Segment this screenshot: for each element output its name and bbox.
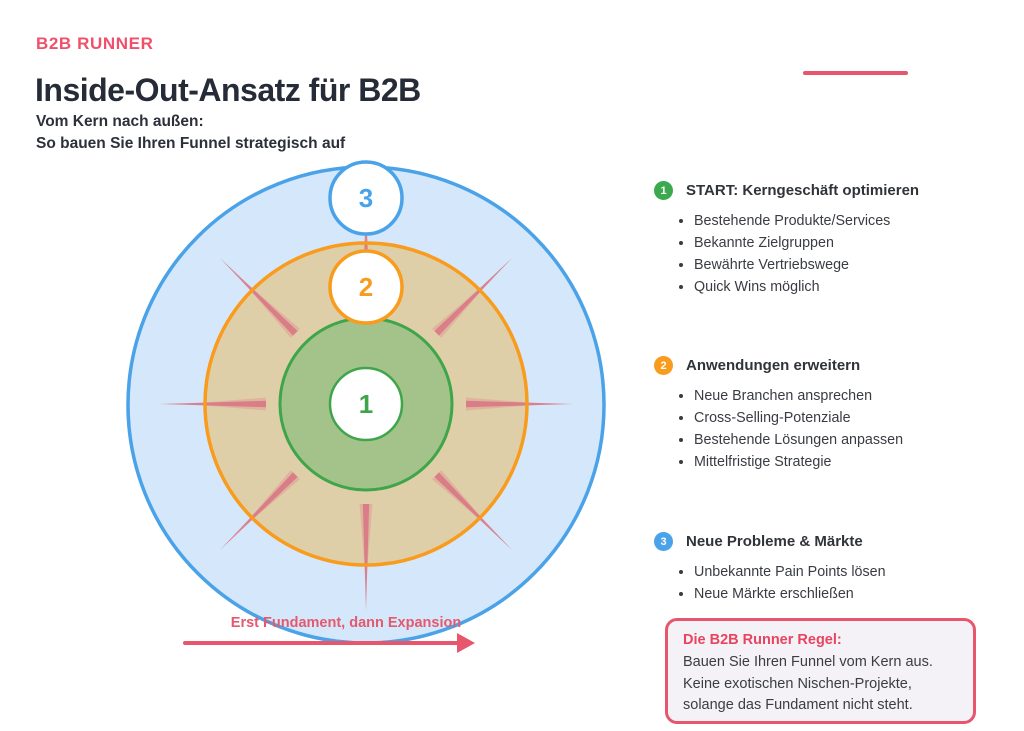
level-3-badge <box>328 160 404 236</box>
legend-bullets-1: Bestehende Produkte/Services Bekannte Zi… <box>694 210 954 298</box>
level-1-badge <box>328 366 404 442</box>
subtitle-line-1: Vom Kern nach außen: <box>36 113 204 130</box>
legend-title-3: Neue Probleme & Märkte <box>686 533 863 550</box>
brand-logo-text: B2B RUNNER <box>36 34 154 53</box>
legend-badge-3: 3 <box>654 532 673 551</box>
ray-south <box>362 504 370 611</box>
expansion-arrow-line <box>183 641 459 645</box>
legend-item-new-markets: 3 Neue Probleme & Märkte Unbekannte Pain… <box>654 532 954 605</box>
ray-west <box>159 400 266 408</box>
ray-northeast <box>434 257 513 336</box>
list-item: Mittelfristige Strategie <box>694 451 954 473</box>
level-3-number: 3 <box>359 183 373 213</box>
rule-box-title: Die B2B Runner Regel: <box>683 632 842 648</box>
page-title: Inside-Out-Ansatz für B2B <box>35 72 421 108</box>
list-item: Unbekannte Pain Points lösen <box>694 561 954 583</box>
legend-badge-1: 1 <box>654 181 673 200</box>
legend-title-2: Anwendungen erweitern <box>686 357 861 374</box>
level-2-number: 2 <box>359 272 373 302</box>
list-item: Bestehende Lösungen anpassen <box>694 429 954 451</box>
expansion-arrow-head-icon <box>457 633 475 653</box>
legend-bullets-3: Unbekannte Pain Points lösen Neue Märkte… <box>694 561 954 605</box>
list-item: Bestehende Produkte/Services <box>694 210 954 232</box>
list-item: Cross-Selling-Potenziale <box>694 407 954 429</box>
legend-badge-2: 2 <box>654 356 673 375</box>
diagram-caption: Erst Fundament, dann Expansion <box>230 615 462 631</box>
list-item: Quick Wins möglich <box>694 276 954 298</box>
list-item: Neue Branchen ansprechen <box>694 385 954 407</box>
legend-title-1: START: Kerngeschäft optimieren <box>686 182 920 199</box>
legend-item-applications: 2 Anwendungen erweitern Neue Branchen an… <box>654 356 954 473</box>
rule-callout-box: Die B2B Runner Regel: Bauen Sie Ihren Fu… <box>665 618 976 724</box>
rule-box-line-1: Bauen Sie Ihren Funnel vom Kern aus. <box>683 654 933 670</box>
list-item: Neue Märkte erschließen <box>694 583 954 605</box>
legend-item-core: 1 START: Kerngeschäft optimieren Bestehe… <box>654 181 954 298</box>
list-item: Bewährte Vertriebswege <box>694 254 954 276</box>
rule-box-line-2: Keine exotischen Nischen-Projekte, <box>683 675 912 692</box>
list-item: Bekannte Zielgruppen <box>694 232 954 254</box>
ring-2-stroke <box>203 241 529 567</box>
ray-northwest <box>219 257 298 336</box>
ray-east <box>466 400 573 408</box>
ray-southwest <box>219 472 298 551</box>
accent-line <box>803 71 908 75</box>
legend-bullets-2: Neue Branchen ansprechen Cross-Selling-P… <box>694 385 954 473</box>
level-2-badge <box>328 249 404 325</box>
rule-box-line-3: solange das Fundament nicht steht. <box>683 697 913 713</box>
subtitle-line-2: So bauen Sie Ihren Funnel strategisch au… <box>36 135 346 152</box>
level-1-number: 1 <box>359 389 373 419</box>
ray-southeast <box>434 472 513 551</box>
